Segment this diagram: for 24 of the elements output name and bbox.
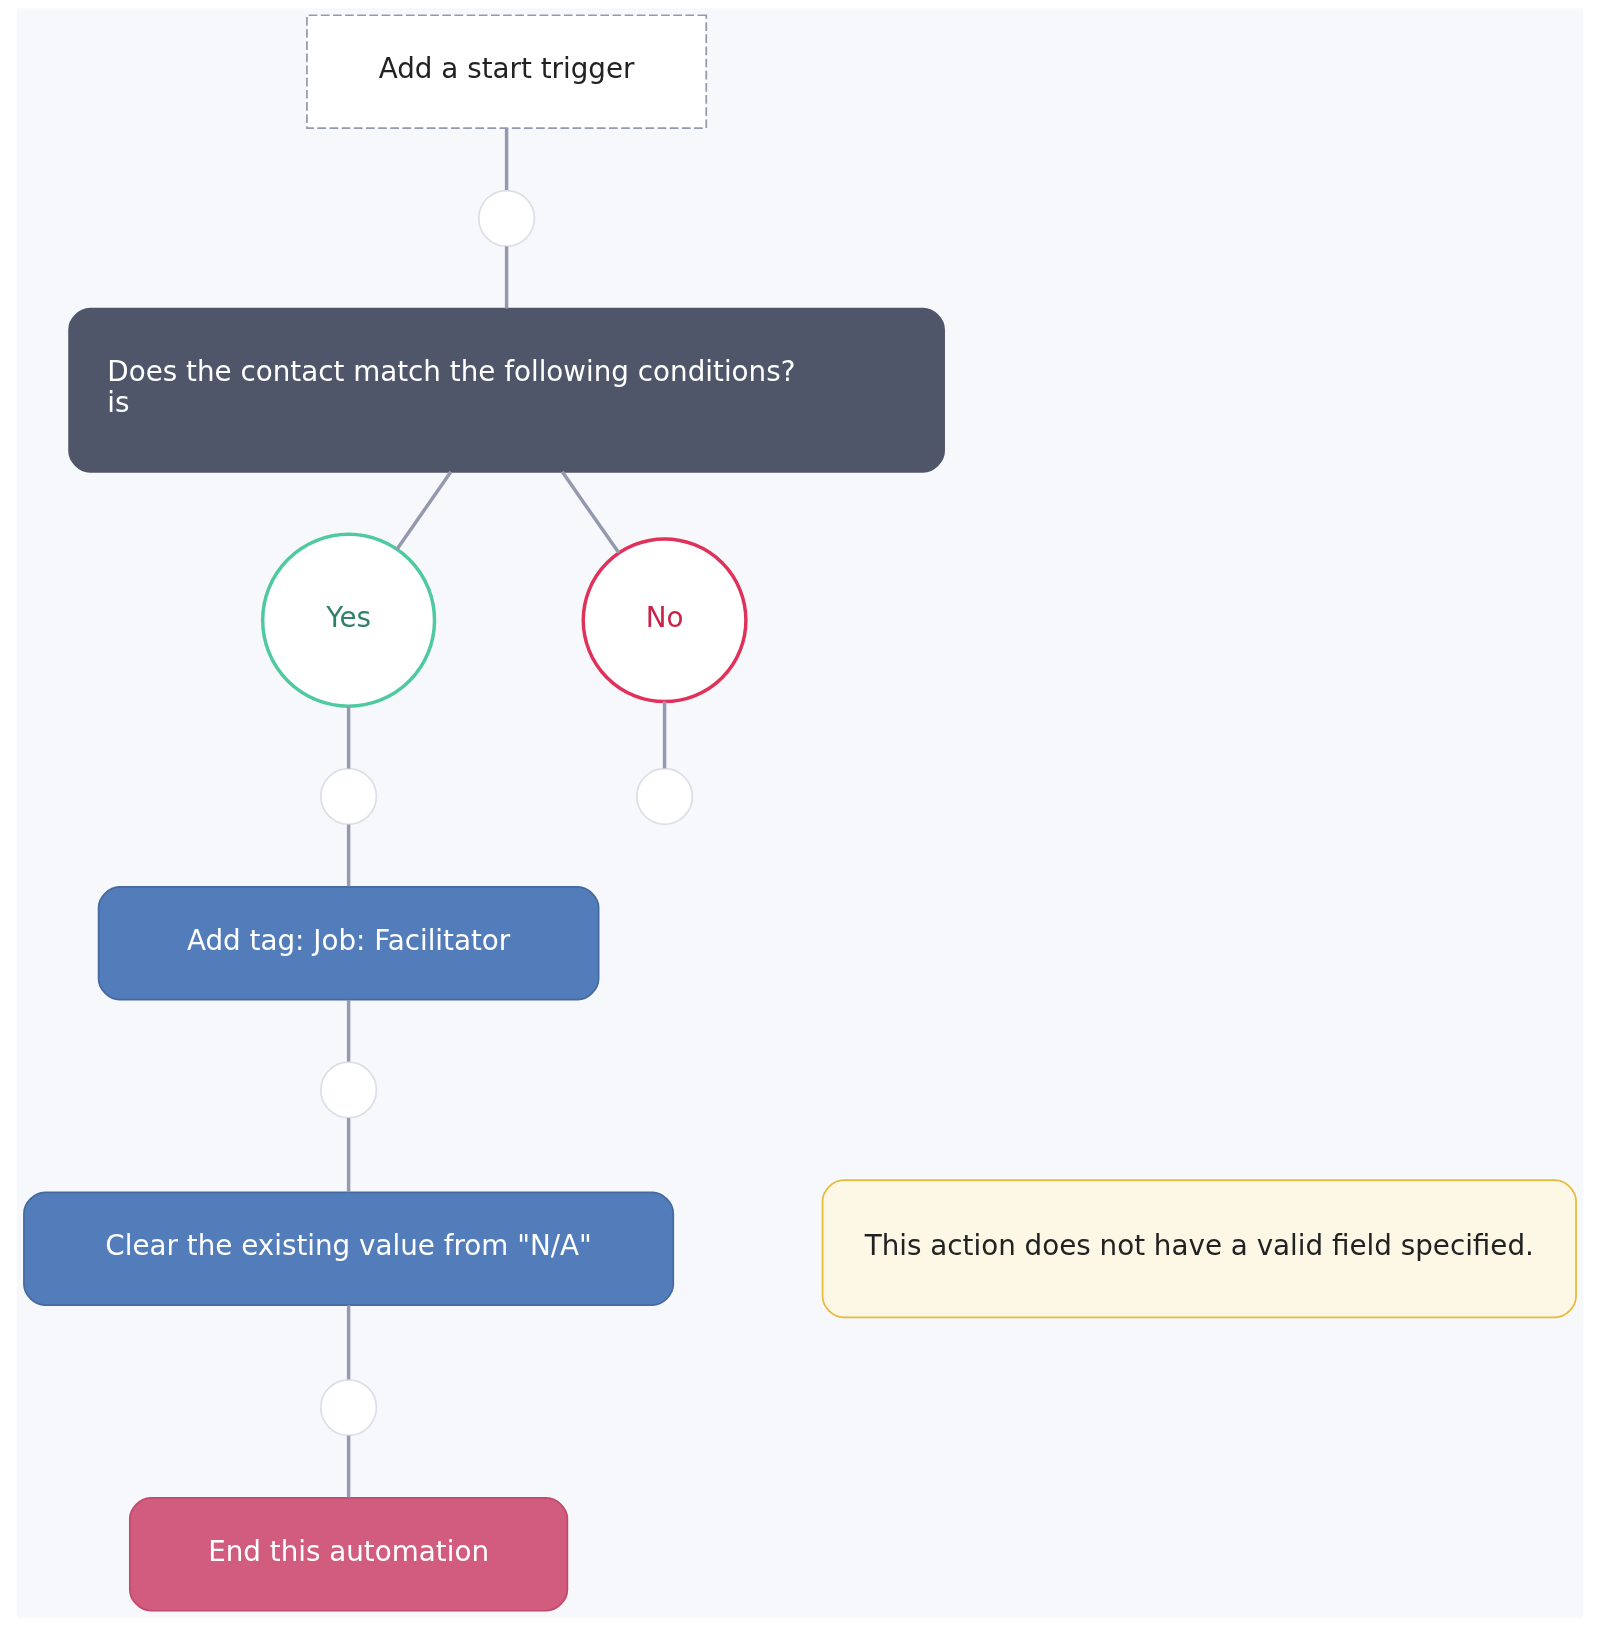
node-box: Clear the existing value from "N/A" <box>23 1191 675 1307</box>
node-box: This action does not have a valid field specified. <box>821 1179 1577 1319</box>
node-box: Does the contact match the following conditions? is <box>68 307 945 473</box>
connector <box>346 706 351 769</box>
connector <box>346 1118 351 1193</box>
connector <box>504 128 509 190</box>
node-circle: No <box>581 537 748 704</box>
connector <box>395 470 453 551</box>
node-circle <box>635 767 694 826</box>
node-circle <box>477 189 536 248</box>
connector <box>346 999 351 1062</box>
connector <box>560 470 621 554</box>
connector <box>504 246 509 309</box>
node-box: End this automation <box>129 1497 569 1612</box>
connector <box>346 1305 351 1380</box>
connector <box>662 701 667 769</box>
node-box: Add a start trigger <box>306 14 708 129</box>
connector <box>346 824 351 887</box>
node-circle: Yes <box>260 532 437 708</box>
connector <box>346 1435 351 1498</box>
node-box: Add tag: Job: Facilitator <box>97 885 600 1001</box>
node-circle <box>319 767 378 826</box>
node-circle <box>319 1061 378 1119</box>
node-circle <box>319 1378 378 1437</box>
